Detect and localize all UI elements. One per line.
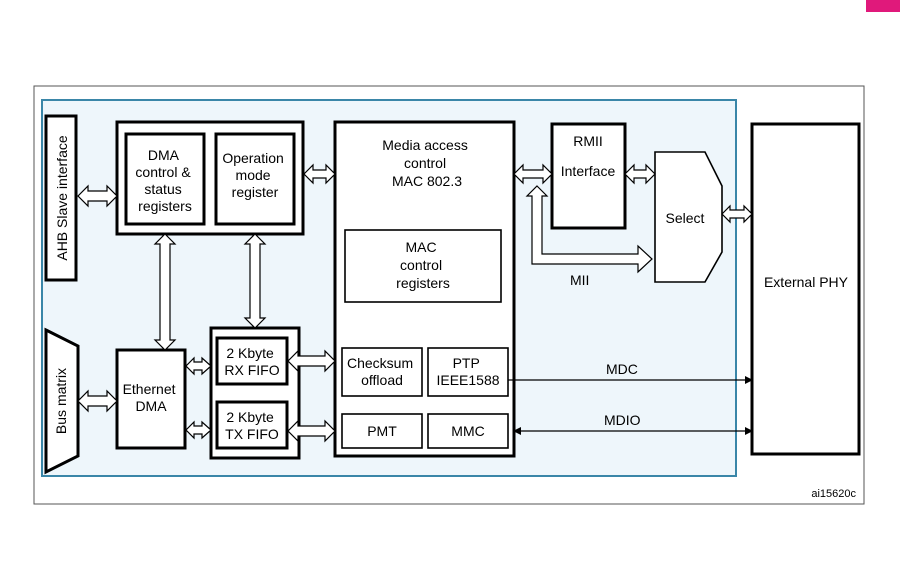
checksum-offload-label: Checksum offload (347, 355, 417, 388)
arrow-select-phy (721, 204, 753, 224)
checksum-offload-block (341, 347, 423, 397)
arrow-txfifo-mac (287, 419, 336, 443)
ahb-slave-block (44, 114, 78, 282)
arrow-ethdma-txfifo (185, 420, 212, 440)
arrow-rmii-select (624, 163, 656, 185)
arrow-dma-regs-mac (303, 163, 336, 185)
bus-matrix-label: Bus matrix (53, 368, 69, 434)
corner-accent (866, 0, 900, 12)
rmii-interface-label: Interface (561, 163, 616, 179)
mmc-label: MMC (451, 423, 484, 439)
operation-mode-block (214, 132, 296, 226)
mdio-label: MDIO (604, 412, 641, 428)
pmt-block (341, 413, 423, 449)
mac-title: Media access control MAC 802.3 (382, 137, 471, 189)
tx-fifo-label: 2 Kbyte TX FIFO (225, 409, 279, 442)
arrow-ahb-dma (77, 184, 118, 208)
arrow-rxfifo-mac (287, 349, 336, 373)
dma-control-block (124, 132, 206, 226)
tx-fifo-block (215, 400, 289, 450)
pmt-label: PMT (367, 423, 397, 439)
ptp-block (427, 347, 509, 397)
mdc-label: MDC (606, 361, 638, 377)
operation-mode-label: Operation mode register (222, 150, 287, 200)
select-label: Select (666, 210, 705, 226)
arrow-dma-regs-ethdma (153, 233, 177, 351)
rx-fifo-block (215, 336, 289, 386)
mac-control-registers-label: MAC control registers (396, 239, 450, 291)
mac-control-registers-block (344, 229, 502, 303)
ethernet-dma-label: Ethernet DMA (123, 381, 180, 414)
external-phy-block (750, 122, 861, 456)
arrow-opmode-fifo (243, 233, 267, 329)
rmii-label: RMII (573, 133, 603, 149)
mmc-block (427, 413, 509, 449)
select-mux-block (654, 151, 723, 283)
external-phy-label: External PHY (764, 274, 849, 290)
arrow-mac-rmii (513, 163, 553, 185)
ptp-label: PTP IEEE1588 (436, 355, 499, 388)
bus-arrows (77, 163, 753, 443)
ahb-slave-label: AHB Slave interface (54, 135, 70, 260)
mii-label: MII (570, 272, 589, 288)
arrow-mac-mii-select (525, 185, 653, 274)
ethernet-dma-block (115, 348, 187, 450)
arrow-ethdma-rxfifo (185, 356, 212, 376)
figure-id: ai15620c (811, 488, 856, 500)
arrow-busmatrix-ethdma (77, 389, 118, 413)
bus-matrix-block (44, 327, 80, 475)
rx-fifo-label: 2 Kbyte RX FIFO (224, 345, 279, 378)
dma-control-label: DMA control & status registers (135, 147, 194, 214)
figure-frame (33, 85, 865, 505)
rmii-interface-block (550, 122, 627, 230)
vertical-bus-arrows (153, 233, 267, 351)
